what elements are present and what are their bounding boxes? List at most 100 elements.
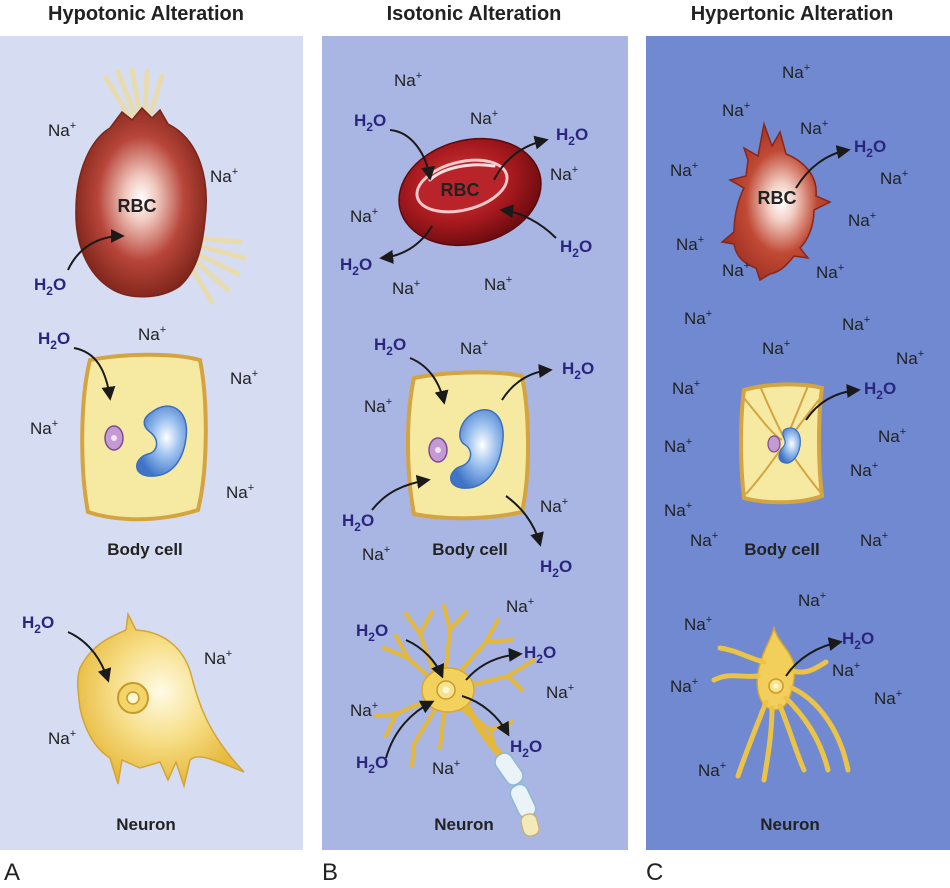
- body-cell-icon: [739, 382, 825, 505]
- panel-b-water-labels: H2O H2O H2O H2O H2O H2O H2O H2O H2O H2O …: [340, 111, 594, 776]
- sodium-label: Na+: [816, 262, 844, 282]
- sodium-label: Na+: [48, 120, 76, 140]
- sodium-label: Na+: [676, 234, 704, 254]
- panel-a-water-labels: H2O H2O H2O: [22, 275, 70, 636]
- nucleus-icon: [450, 408, 504, 489]
- sodium-label: Na+: [470, 108, 498, 128]
- sodium-label: Na+: [878, 426, 906, 446]
- sodium-label: Na+: [484, 274, 512, 294]
- sodium-label: Na+: [540, 496, 568, 516]
- rbc-icon: RBC: [75, 67, 247, 305]
- sodium-label: Na+: [670, 160, 698, 180]
- panel-c-title: Hypertonic Alteration: [691, 3, 894, 25]
- arrow-icon: [499, 204, 557, 239]
- rbc-icon: RBC: [398, 137, 542, 247]
- sodium-label: Na+: [874, 688, 902, 708]
- sodium-label: Na+: [506, 596, 534, 616]
- panel-c-sodium-labels: Na+ Na+ Na+ Na+ Na+ Na+ Na+ Na+ Na+ Na+ …: [664, 62, 924, 780]
- water-label: H2O: [556, 125, 588, 148]
- sodium-label: Na+: [550, 164, 578, 184]
- sodium-label: Na+: [832, 660, 860, 680]
- rbc-label: RBC: [118, 196, 157, 216]
- sodium-label: Na+: [432, 758, 460, 778]
- water-label: H2O: [510, 737, 542, 760]
- water-label: H2O: [356, 753, 388, 776]
- body-cell-caption: Body cell: [107, 540, 183, 559]
- sodium-label: Na+: [664, 500, 692, 520]
- arrow-icon: [67, 229, 125, 271]
- sodium-label: Na+: [684, 614, 712, 634]
- sodium-label: Na+: [842, 314, 870, 334]
- neuron-caption: Neuron: [434, 815, 494, 834]
- neuron-icon: [76, 611, 245, 789]
- nucleus-icon: [778, 427, 801, 464]
- neuron-caption: Neuron: [760, 815, 820, 834]
- rbc-icon: RBC: [720, 121, 832, 282]
- neuron-caption: Neuron: [116, 815, 176, 834]
- sodium-label: Na+: [350, 700, 378, 720]
- water-label: H2O: [34, 275, 66, 298]
- arrow-icon: [465, 647, 523, 681]
- sodium-label: Na+: [546, 682, 574, 702]
- water-label: H2O: [354, 111, 386, 134]
- sodium-label: Na+: [350, 206, 378, 226]
- water-label: H2O: [356, 621, 388, 644]
- sodium-label: Na+: [896, 348, 924, 368]
- water-label: H2O: [562, 359, 594, 382]
- sodium-label: Na+: [670, 676, 698, 696]
- sodium-label: Na+: [860, 530, 888, 550]
- arrow-icon: [371, 474, 431, 511]
- water-label: H2O: [38, 329, 70, 352]
- sodium-label: Na+: [698, 760, 726, 780]
- arrow-icon: [505, 495, 544, 547]
- panel-b-letter: B: [322, 859, 338, 886]
- sodium-label: Na+: [672, 378, 700, 398]
- panel-a-sodium-labels: Na+ Na+ Na+ Na+ Na+ Na+ Na+ Na+: [30, 120, 258, 748]
- sodium-label: Na+: [362, 544, 390, 564]
- arrow-icon: [67, 631, 112, 683]
- arrow-icon: [409, 357, 449, 405]
- panel-a-title: Hypotonic Alteration: [48, 3, 244, 25]
- sodium-label: Na+: [800, 118, 828, 138]
- nucleus-icon: [136, 405, 188, 477]
- sodium-label: Na+: [664, 436, 692, 456]
- water-label: H2O: [854, 137, 886, 160]
- water-label: H2O: [560, 237, 592, 260]
- body-cell-icon: [80, 352, 208, 522]
- sodium-label: Na+: [138, 324, 166, 344]
- arrow-icon: [385, 700, 435, 759]
- arrow-icon: [785, 637, 843, 677]
- water-label: H2O: [374, 335, 406, 358]
- sodium-label: Na+: [762, 338, 790, 358]
- panel-b-sodium-labels: Na+ Na+ Na+ Na+ Na+ Na+ Na+ Na+ Na+ Na+ …: [350, 70, 578, 778]
- panel-c-letter: C: [646, 859, 663, 886]
- body-cell-caption: Body cell: [432, 540, 508, 559]
- sodium-label: Na+: [880, 168, 908, 188]
- water-label: H2O: [342, 511, 374, 534]
- sodium-label: Na+: [48, 728, 76, 748]
- sodium-label: Na+: [848, 210, 876, 230]
- sodium-label: Na+: [722, 100, 750, 120]
- arrow-icon: [389, 129, 436, 181]
- body-cell-icon: [406, 370, 530, 521]
- water-label: H2O: [340, 255, 372, 278]
- sodium-label: Na+: [394, 70, 422, 90]
- arrow-icon: [805, 384, 861, 421]
- arrow-icon: [405, 639, 445, 679]
- sodium-label: Na+: [230, 368, 258, 388]
- arrow-icon: [73, 347, 116, 401]
- arrow-icon: [795, 145, 851, 189]
- sodium-label: Na+: [364, 396, 392, 416]
- nucleolus-icon: [767, 435, 781, 453]
- sodium-label: Na+: [392, 278, 420, 298]
- sodium-label: Na+: [460, 338, 488, 358]
- arrow-icon: [461, 695, 510, 737]
- panel-b-title: Isotonic Alteration: [387, 3, 562, 25]
- sodium-label: Na+: [722, 260, 750, 280]
- sodium-label: Na+: [850, 460, 878, 480]
- water-label: H2O: [842, 629, 874, 652]
- sodium-label: Na+: [210, 166, 238, 186]
- panel-a-letter: A: [4, 859, 20, 886]
- rbc-label: RBC: [441, 180, 480, 200]
